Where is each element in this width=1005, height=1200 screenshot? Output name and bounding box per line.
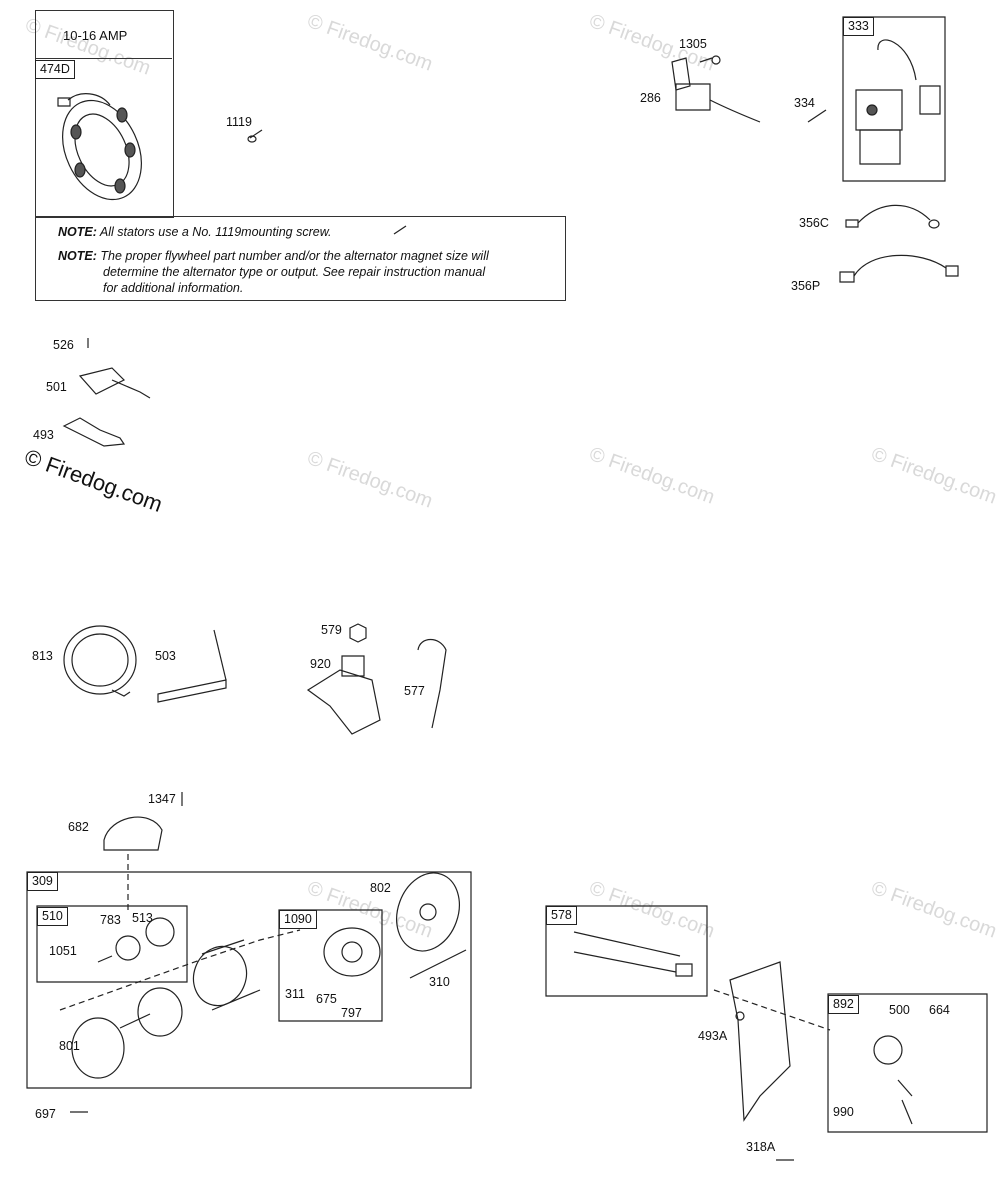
callout-579: 579 <box>321 623 342 637</box>
box-309-frame <box>27 872 471 1088</box>
wiring-578-drawing <box>574 932 692 976</box>
callout-1119: 1119 <box>226 115 252 129</box>
stator-474D-drawing <box>47 88 156 213</box>
note-1-text: All stators use a No. 1119mounting screw… <box>99 225 332 239</box>
housing-drawing <box>185 939 260 1013</box>
box-333-frame <box>843 17 945 181</box>
switch-892-drawing <box>874 1036 912 1124</box>
box-label-892: 892 <box>828 995 859 1014</box>
callout-493A: 493A <box>698 1029 728 1043</box>
brushholder-1090-drawing <box>324 928 380 976</box>
callout-801: 801 <box>59 1039 80 1053</box>
box-label-578: 578 <box>546 906 577 925</box>
drive-510-drawing <box>98 918 174 962</box>
bracket-493-drawing <box>64 418 124 446</box>
shield-682-drawing <box>104 817 162 850</box>
callout-318A: 318A <box>746 1140 776 1154</box>
callout-813: 813 <box>32 649 53 663</box>
callout-1305: 1305 <box>679 37 707 51</box>
note-2: NOTE: The proper flywheel part number an… <box>58 249 489 263</box>
note-1-key: NOTE: <box>58 225 97 239</box>
note-2-key: NOTE: <box>58 249 97 263</box>
lead-356P-drawing <box>840 255 958 282</box>
callout-577: 577 <box>404 684 425 698</box>
stator-amp-divider <box>35 58 172 59</box>
bolt-310-drawing <box>410 950 466 978</box>
clamp-813-drawing <box>64 626 136 696</box>
callout-797: 797 <box>341 1006 362 1020</box>
endcap-801-drawing <box>72 1018 124 1078</box>
callout-356P: 356P <box>791 279 821 293</box>
callout-802: 802 <box>370 881 391 895</box>
box-892-frame <box>828 994 987 1132</box>
armature-drawing <box>120 988 182 1036</box>
callout-334: 334 <box>794 96 815 110</box>
note-2-text-line2: determine the alternator type or output.… <box>103 265 486 279</box>
notes-box: NOTE: All stators use a No. 1119mounting… <box>35 216 566 301</box>
panel-493A-drawing <box>730 962 790 1120</box>
callout-697: 697 <box>35 1107 56 1121</box>
module-286-drawing <box>672 56 760 122</box>
callout-1051: 1051 <box>49 944 77 958</box>
callout-356C: 356C <box>799 216 829 230</box>
callout-526: 526 <box>53 338 74 352</box>
callout-311: 311 <box>285 987 305 1001</box>
callout-310: 310 <box>429 975 450 989</box>
callout-990: 990 <box>833 1105 854 1119</box>
callout-664: 664 <box>929 1003 950 1017</box>
callout-682: 682 <box>68 820 89 834</box>
lead-356C-drawing <box>846 205 939 228</box>
callout-493: 493 <box>33 428 54 442</box>
box-510-frame <box>37 906 187 982</box>
note-2-text-line1: The proper flywheel part number and/or t… <box>100 249 489 263</box>
part-501-drawing <box>80 368 150 398</box>
box-1090-frame <box>279 910 382 1021</box>
callout-503: 503 <box>155 649 176 663</box>
note-screw-drawing <box>394 226 406 234</box>
assembly-guides <box>60 854 830 1030</box>
box-label-474D: 474D <box>35 60 75 79</box>
box-label-1090: 1090 <box>279 910 317 929</box>
callout-286: 286 <box>640 91 661 105</box>
box-578-frame <box>546 906 707 996</box>
endcap-802-drawing <box>386 864 470 960</box>
nut-579-drawing <box>350 624 366 642</box>
amp-label: 10-16 AMP <box>63 28 128 43</box>
screw-1119-drawing <box>248 130 262 142</box>
boot-577-drawing <box>418 640 446 729</box>
callout-783: 783 <box>100 913 121 927</box>
box-label-333: 333 <box>843 17 874 36</box>
box-label-510: 510 <box>37 907 68 926</box>
callout-920: 920 <box>310 657 331 671</box>
callout-1347: 1347 <box>148 792 176 806</box>
box-label-309: 309 <box>27 872 58 891</box>
callout-675: 675 <box>316 992 337 1006</box>
coil-333-drawing <box>856 40 940 164</box>
stator-frame <box>35 10 174 218</box>
note-2-text-line3: for additional information. <box>103 281 244 295</box>
bracket-920-drawing <box>308 656 380 734</box>
callout-513: 513 <box>132 911 153 925</box>
note-1: NOTE: All stators use a No. 1119mounting… <box>58 225 332 239</box>
callout-501: 501 <box>46 380 67 394</box>
strap-503-drawing <box>158 680 226 702</box>
screw-334-drawing <box>808 110 826 122</box>
callout-500: 500 <box>889 1003 910 1017</box>
